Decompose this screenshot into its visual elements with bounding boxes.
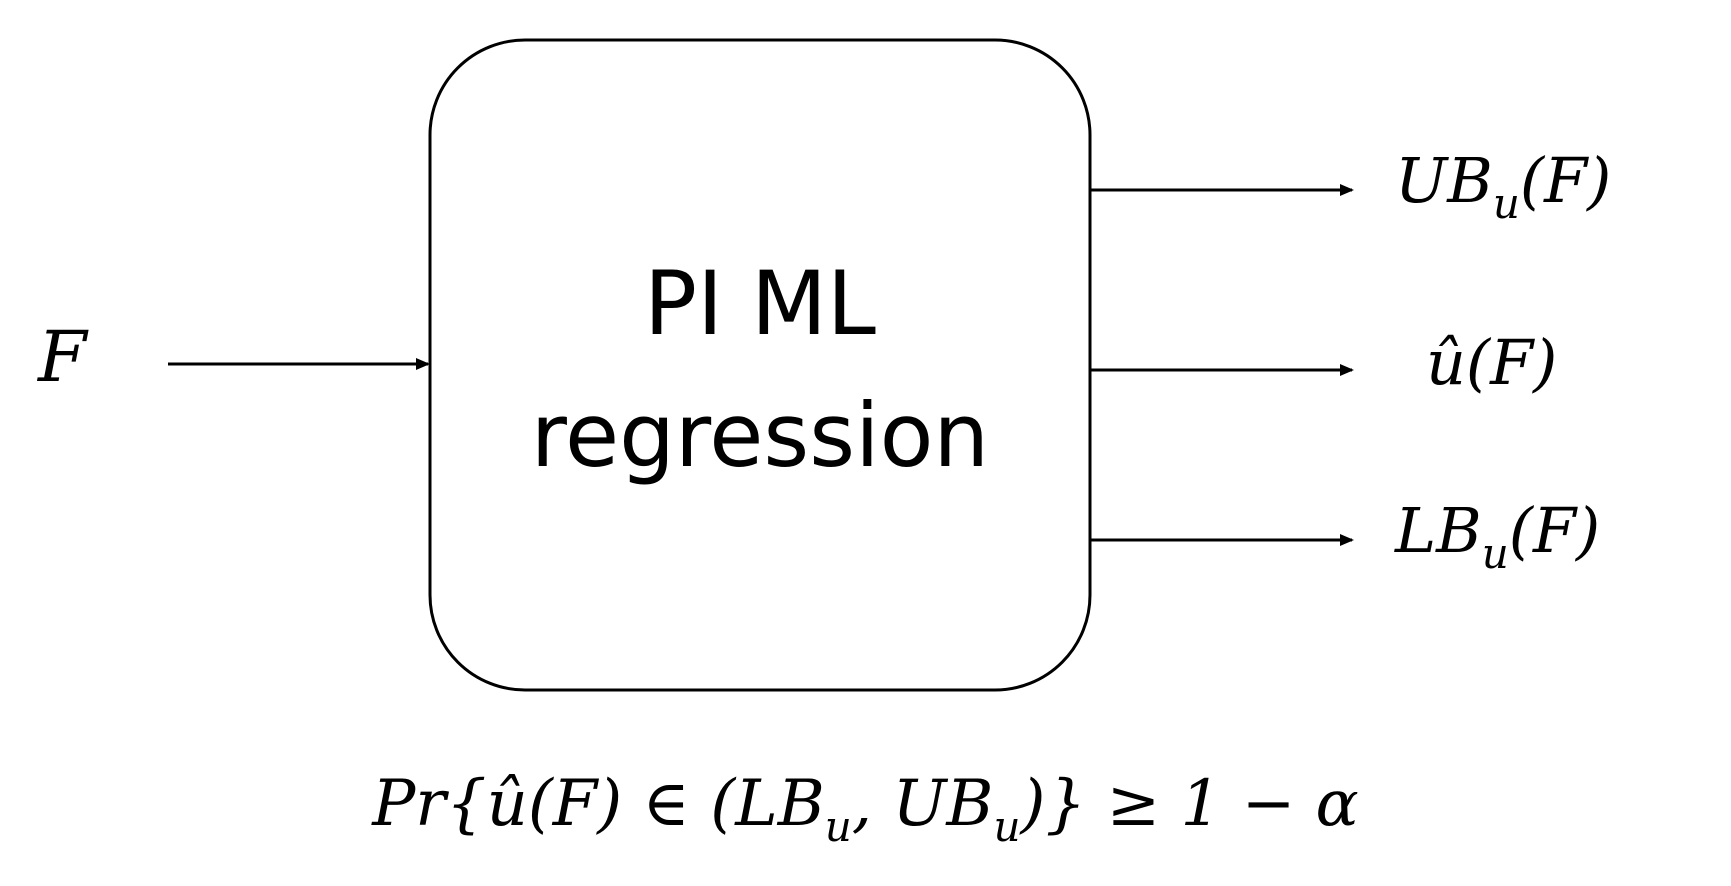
upper-bound-label: UBu(F) [1395,150,1611,225]
input-label: F [38,316,87,398]
formula-part1: Pr{û(F) ∈ (LB [372,767,825,841]
block-title-line2: regression [530,384,990,487]
formula-part3: )} ≥ 1 − α [1020,767,1359,841]
lower-bound-base: LB [1395,494,1482,567]
block-title-line1: PI ML [644,252,876,355]
lower-bound-label: LBu(F) [1395,500,1600,575]
estimate-label: û(F) [1426,326,1558,399]
upper-bound-subscript: u [1492,179,1520,228]
upper-bound-base: UB [1395,144,1493,217]
formula-sub2: u [993,802,1021,851]
lower-bound-argument: (F) [1508,494,1601,567]
formula-part2: , UB [851,767,994,841]
block-title: PI ML regression [430,238,1090,502]
regression-block [428,38,1092,692]
formula-sub1: u [824,802,852,851]
coverage-formula: Pr{û(F) ∈ (LBu, UBu)} ≥ 1 − α [0,772,1731,848]
upper-bound-argument: (F) [1519,144,1612,217]
lower-bound-subscript: u [1481,529,1509,578]
